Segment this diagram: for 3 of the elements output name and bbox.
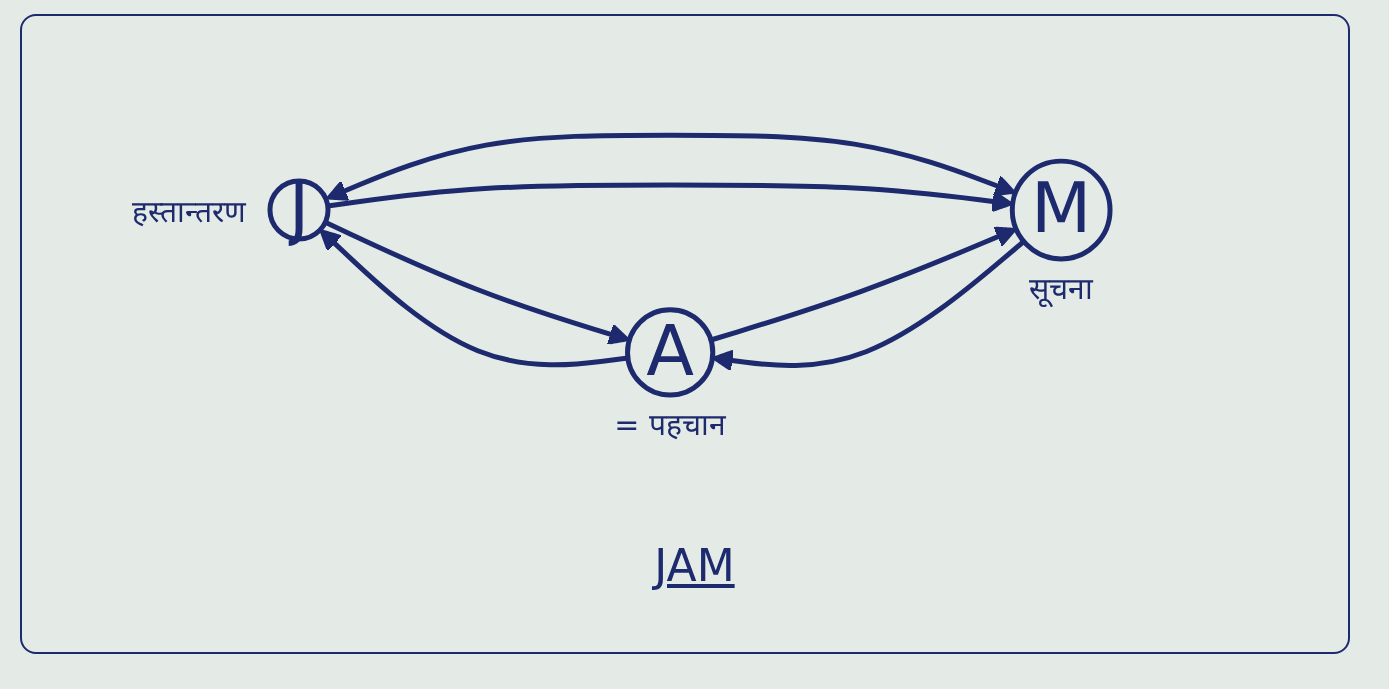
circle-node: M	[1009, 158, 1113, 262]
title: JAM	[654, 540, 735, 591]
circle-node: A	[625, 307, 716, 398]
